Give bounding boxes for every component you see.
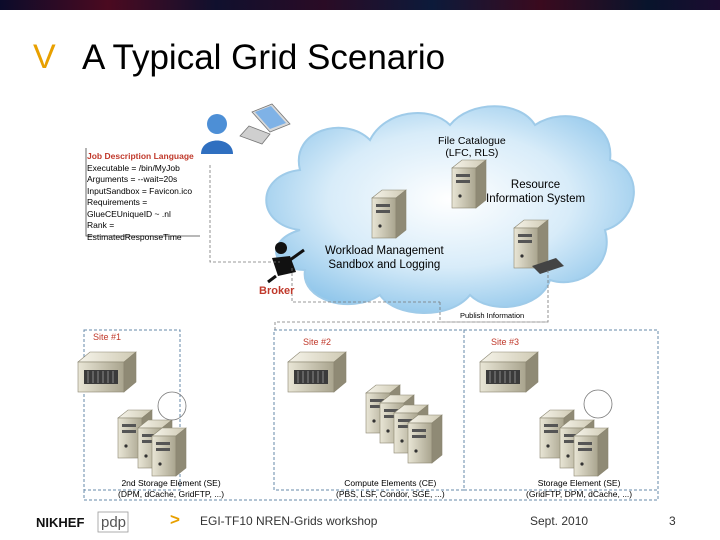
site-3-rack xyxy=(479,351,539,393)
resource-info-label: Resource Information System xyxy=(486,179,586,205)
pdp-logo: pdp xyxy=(97,511,129,533)
jdl-line: Rank = xyxy=(87,220,115,230)
storage-element-1-caption: 2nd Storage Element (SE) (DPM, dCache, G… xyxy=(118,478,225,499)
storage-element-2-caption: Storage Element (SE) (GridFTP, DPM, dCac… xyxy=(526,478,633,499)
jdl-line: Requirements = xyxy=(87,197,148,207)
broker-icon xyxy=(267,242,305,284)
site-1-boundary xyxy=(83,329,181,491)
slide-title: A Typical Grid Scenario xyxy=(82,38,446,77)
site-3-boundary xyxy=(463,329,659,491)
information-system-server xyxy=(513,219,549,269)
footer-date: Sept. 2010 xyxy=(530,514,589,528)
wms-label: Workload Management Sandbox and Logging xyxy=(325,245,444,271)
site-1-label: Site #1 xyxy=(93,332,122,342)
publish-information-label: Publish Information xyxy=(460,311,525,320)
file-catalogue-label: File Catalogue (LFC, RLS) xyxy=(438,135,506,159)
jdl-bracket xyxy=(85,148,200,237)
wms-server xyxy=(371,189,407,239)
title-bullet-icon: V xyxy=(33,38,56,76)
nikhef-logo: NIKHEF xyxy=(36,515,84,530)
footer-arrow-icon: > xyxy=(170,510,180,529)
broker-label: Broker xyxy=(259,285,295,297)
jdl-line: GlueCEUniqueID ~ .nl xyxy=(87,208,171,219)
jdl-line: Executable = /bin/MyJob xyxy=(87,162,180,173)
svg-text:NIKHEF: NIKHEF xyxy=(36,515,84,530)
site-2-rack xyxy=(287,351,347,393)
compute-elements-servers xyxy=(365,384,443,464)
jdl-line: Arguments = --wait=20s xyxy=(87,174,178,184)
user-icon xyxy=(201,114,233,154)
file-catalogue-server xyxy=(451,159,487,209)
jdl-line: EstimatedResponseTime xyxy=(87,231,182,242)
keyboard-icon xyxy=(532,258,564,274)
jdl-title: Job Description Language xyxy=(87,151,194,161)
svg-text:pdp: pdp xyxy=(101,514,126,531)
laptop-icon xyxy=(239,103,291,145)
site-1-rack xyxy=(77,351,137,393)
site-2-label: Site #2 xyxy=(303,337,332,347)
top-banner xyxy=(0,0,720,10)
sites-base-line xyxy=(83,490,659,501)
site-3-label: Site #3 xyxy=(491,337,520,347)
jdl-line: InputSandbox = Favicon.ico xyxy=(87,185,193,196)
footer-event: EGI-TF10 NREN-Grids workshop xyxy=(200,514,378,528)
page-number: 3 xyxy=(669,514,676,528)
storage-element-2-servers xyxy=(539,389,613,477)
storage-element-1-servers xyxy=(117,391,187,477)
compute-elements-caption: Compute Elements (CE) (PBS, LSF, Condor,… xyxy=(336,478,445,499)
jdl-box: Job Description Language Executable = /b… xyxy=(87,151,194,243)
